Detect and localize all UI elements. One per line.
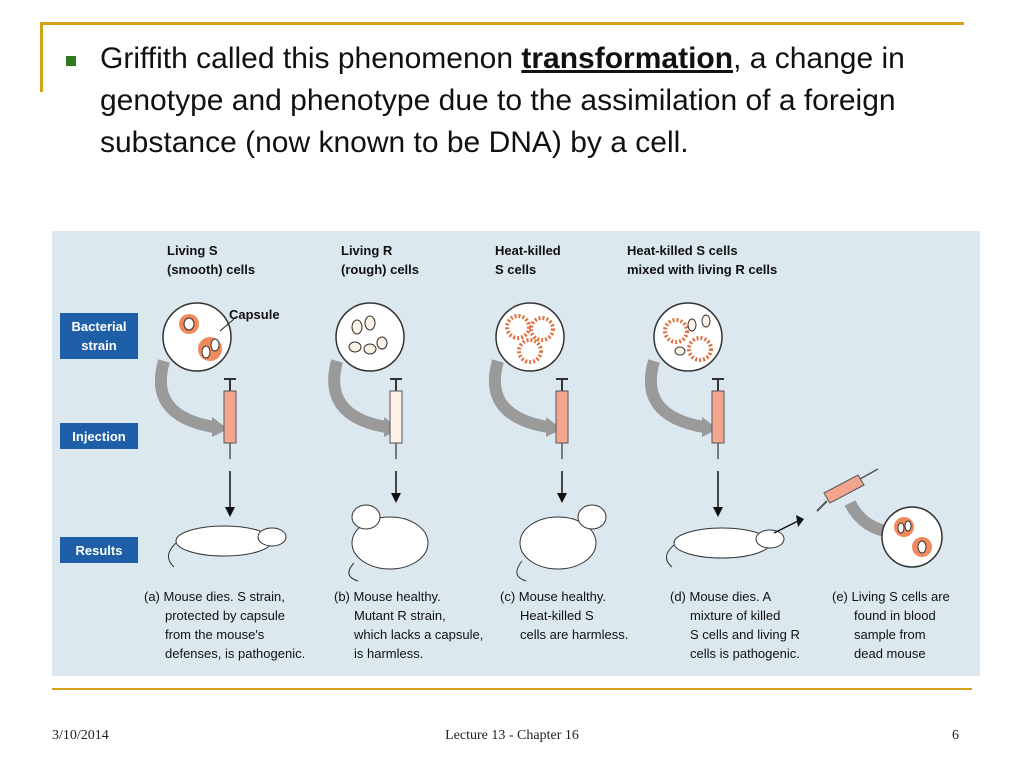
col-d-mouse-dead-icon [666, 527, 785, 568]
row-label-bacterial-strain: Bacterial strain [60, 313, 138, 359]
griffith-experiment-figure: Bacterial strain Injection Results Livin… [52, 231, 980, 676]
top-rule [42, 22, 964, 25]
col-a-caption: (a) Mouse dies. S strain, protected by c… [144, 589, 305, 661]
col-a-caption-line2: protected by capsule [165, 608, 285, 623]
col-b-caption-line2: Mutant R strain, [354, 608, 446, 623]
col-d-curved-arrowhead [702, 417, 718, 437]
row-label-strain-line2: strain [81, 338, 116, 353]
bullet-text-pre: Griffith called this phenomenon [100, 42, 522, 75]
col-c-caption-line3: cells are harmless. [520, 627, 628, 642]
bullet-text: Griffith called this phenomenon transfor… [100, 38, 960, 164]
col-a-petri-dish [162, 302, 232, 372]
col-b-syringe-icon [389, 378, 403, 459]
col-a-down-arrowhead [225, 507, 235, 517]
row-label-injection-text: Injection [72, 429, 126, 444]
col-a-curved-arrow [154, 359, 216, 433]
col-d-caption: (d) Mouse dies. A mixture of killed S ce… [670, 589, 800, 661]
col-a-caption-line3: from the mouse's [165, 627, 265, 642]
col-d-syringe-icon [711, 378, 725, 459]
col-c-curved-arrow [488, 359, 550, 433]
col-c-header-line1: Heat-killed [495, 243, 561, 258]
col-c-petri-dish [495, 302, 565, 372]
col-d-caption-line2: mixture of killed [690, 608, 780, 623]
bullet-keyword: transformation [521, 42, 734, 75]
col-d-down-arrowhead [713, 507, 723, 517]
row-label-results-text: Results [76, 543, 123, 558]
footer-rule [52, 688, 972, 690]
row-label-injection: Injection [60, 423, 138, 449]
col-b-header-line1: Living R [341, 243, 393, 258]
capsule-pointer-line [219, 318, 235, 332]
col-d-caption-line1: (d) Mouse dies. A [670, 589, 771, 604]
left-rule [40, 22, 43, 92]
col-b-petri-dish [335, 302, 405, 372]
footer-title: Lecture 13 - Chapter 16 [445, 728, 579, 743]
col-a-curved-arrowhead [212, 417, 228, 437]
col-b-header-line2: (rough) cells [341, 262, 419, 277]
col-e-small-arrowhead [796, 515, 804, 527]
footer-date: 3/10/2014 [52, 728, 109, 743]
col-b-caption-line3: which lacks a capsule, [353, 627, 483, 642]
col-a-header-line2: (smooth) cells [167, 262, 255, 277]
col-b-caption: (b) Mouse healthy. Mutant R strain, whic… [334, 589, 483, 661]
col-e-small-arrow [773, 520, 799, 534]
col-e-caption: (e) Living S cells are found in blood sa… [832, 589, 950, 661]
col-d-header-line1: Heat-killed S cells [627, 243, 738, 258]
col-b-caption-line1: (b) Mouse healthy. [334, 589, 441, 604]
col-a-syringe-icon [223, 378, 237, 459]
col-e-petri-dish [881, 506, 943, 568]
col-c-header-line2: S cells [495, 262, 536, 277]
col-c-syringe-icon [555, 378, 569, 459]
col-a-mouse-dead-icon [168, 525, 287, 568]
col-e-caption-line2: found in blood [854, 608, 936, 623]
col-b-mouse-healthy-icon [348, 504, 429, 582]
col-c-caption: (c) Mouse healthy. Heat-killed S cells a… [500, 589, 628, 642]
col-b-down-arrowhead [391, 493, 401, 503]
col-e-caption-line1: (e) Living S cells are [832, 589, 950, 604]
col-a-caption-line4: defenses, is pathogenic. [165, 646, 305, 661]
col-c-mouse-healthy-icon [516, 504, 607, 582]
bullet-square-icon [66, 56, 76, 66]
col-e-caption-line4: dead mouse [854, 646, 926, 661]
col-b-curved-arrow [328, 359, 388, 433]
col-b-caption-line4: is harmless. [354, 646, 423, 661]
row-label-results: Results [60, 537, 138, 563]
capsule-label: Capsule [229, 307, 280, 322]
row-label-strain-line1: Bacterial [72, 319, 127, 334]
col-a-header-line1: Living S [167, 243, 218, 258]
col-e-caption-line3: sample from [854, 627, 926, 642]
col-d-header-line2: mixed with living R cells [627, 262, 777, 277]
col-a-caption-line1: (a) Mouse dies. S strain, [144, 589, 285, 604]
bullet-text-post: , a change in genotype and phenotype due… [100, 42, 905, 159]
col-c-caption-line1: (c) Mouse healthy. [500, 589, 606, 604]
col-e-syringe-icon [816, 468, 879, 512]
col-d-caption-line4: cells is pathogenic. [690, 646, 800, 661]
col-d-petri-dish [653, 302, 723, 372]
footer-page-number: 6 [952, 728, 959, 743]
col-d-caption-line3: S cells and living R [690, 627, 800, 642]
col-c-curved-arrowhead [546, 417, 562, 437]
col-d-curved-arrow [644, 359, 706, 433]
col-c-down-arrowhead [557, 493, 567, 503]
col-c-caption-line2: Heat-killed S [520, 608, 594, 623]
